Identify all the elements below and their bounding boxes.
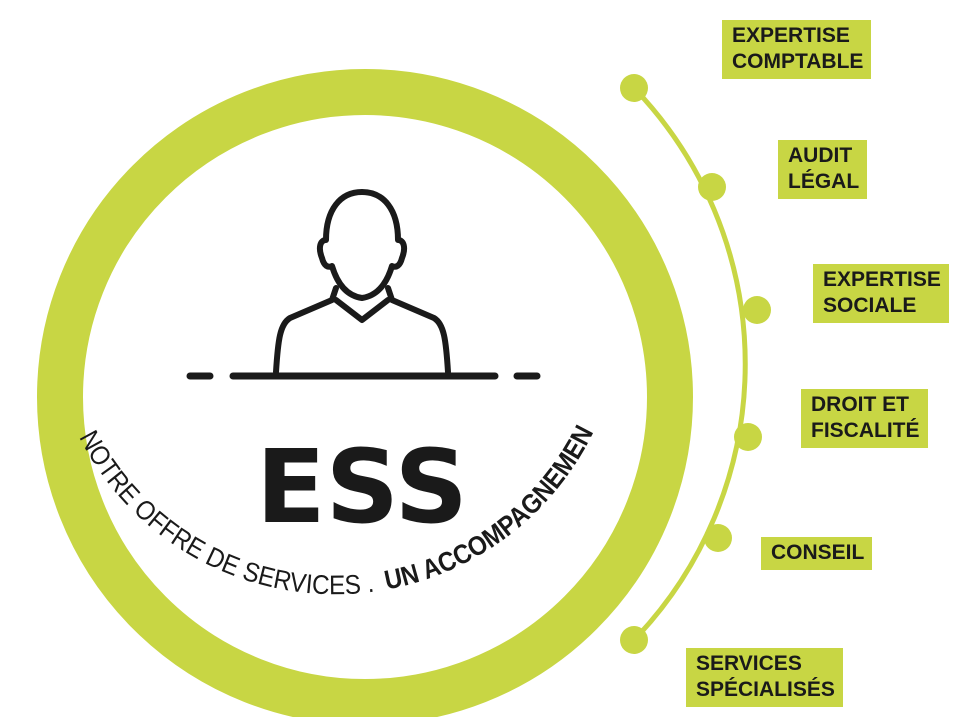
service-nodes (620, 74, 771, 654)
service-node-dot (620, 626, 648, 654)
service-label-services-specialises: SERVICES SPÉCIALISÉS (686, 648, 843, 707)
service-node-dot (620, 74, 648, 102)
service-node-dot (704, 524, 732, 552)
service-label-expertise-comptable: EXPERTISE COMPTABLE (722, 20, 872, 79)
service-label-droit-fiscalite: DROIT ET FISCALITÉ (801, 389, 928, 448)
main-ring (37, 69, 693, 717)
service-node-dot (743, 296, 771, 324)
service-label-conseil: CONSEIL (761, 537, 873, 570)
services-connector-arc (632, 86, 748, 642)
service-node-dot (698, 173, 726, 201)
service-label-audit-legal: AUDIT LÉGAL (778, 140, 868, 199)
service-label-expertise-sociale: EXPERTISE SOCIALE (813, 264, 949, 323)
center-title: ESS (256, 428, 468, 547)
person-icon (273, 189, 451, 375)
service-node-dot (734, 423, 762, 451)
